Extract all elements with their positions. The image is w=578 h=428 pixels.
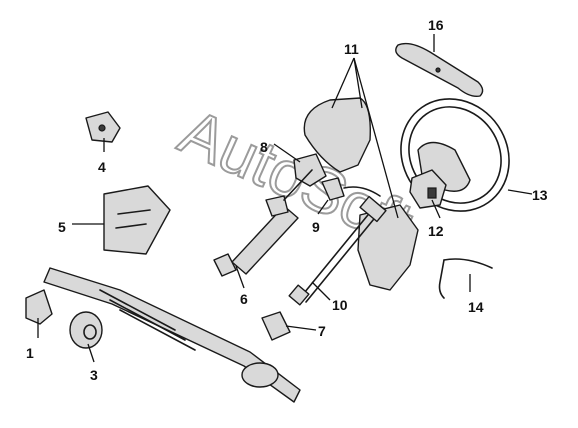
callout-5: 5 <box>58 219 66 235</box>
callout-12: 12 <box>428 223 444 239</box>
part-5-mounting-plate <box>103 185 171 255</box>
leader-lines <box>37 34 533 363</box>
callout-16: 16 <box>428 17 444 33</box>
callout-8: 8 <box>260 139 268 155</box>
callout-6: 6 <box>240 291 248 307</box>
callout-10: 10 <box>332 297 348 313</box>
callout-1: 1 <box>26 345 34 361</box>
part-7-joint <box>261 311 291 341</box>
part-11-column-shroud-lower <box>357 204 419 291</box>
part-4-bracket <box>85 111 121 143</box>
part-9-switch <box>321 177 381 201</box>
part-16-trim-strip <box>395 42 484 98</box>
callout-7: 7 <box>318 323 326 339</box>
callout-3: 3 <box>90 367 98 383</box>
callout-13: 13 <box>532 187 548 203</box>
callout-14: 14 <box>468 299 484 315</box>
callout-4: 4 <box>98 159 106 175</box>
part-14-harness <box>438 258 493 299</box>
part-6-intermediate-shaft <box>213 169 313 277</box>
callout-9: 9 <box>312 219 320 235</box>
callout-11: 11 <box>344 41 359 57</box>
part-12-airbag-module <box>409 169 447 209</box>
part-8-lock-housing <box>293 153 327 187</box>
part-3-bushing <box>69 311 103 349</box>
part-1-clamp <box>25 289 53 325</box>
callout-labels: 1 3 4 5 6 7 8 9 10 11 12 13 14 16 <box>26 17 548 383</box>
steering-rack <box>43 267 301 403</box>
